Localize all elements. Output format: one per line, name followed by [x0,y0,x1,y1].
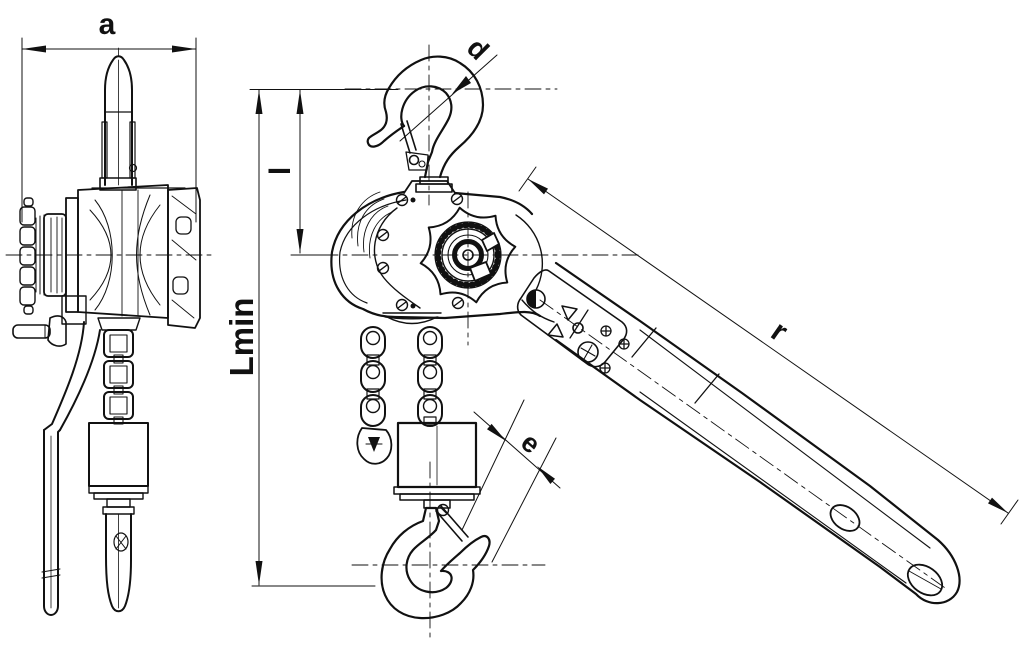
chain-end-stop [356,427,393,465]
hoist-body-side [19,184,201,329]
bottom-hook-front [351,461,546,643]
dim-label-a: a [99,8,116,41]
arrow-up-symbol-icon [547,323,564,338]
arrow-up-icon [296,90,304,114]
dim-label-lmin: Lmin [223,298,260,377]
dim-a [21,37,197,223]
arrow-nw-icon [537,466,555,484]
arrow-nw-icon [528,179,548,195]
lever-hole-end [906,563,944,597]
front-view [249,44,1019,643]
arrow-se-icon [487,423,506,441]
bottom-block-front [393,421,481,509]
lever-hole-small [829,504,861,532]
arrow-left-icon [22,45,46,53]
top-hook-side [99,55,138,191]
lever-grip-side [41,321,101,616]
dim-label-e: e [515,427,546,460]
arrow-se-icon [988,497,1008,513]
lever-arm-front [516,261,961,605]
wheel-centerlines [321,191,641,346]
bottom-hook-side [105,513,132,613]
dim-l [249,89,399,256]
shaft-screws [599,325,630,374]
lever-centerline [539,299,949,591]
dim-r [518,166,1019,525]
top-hook-centerlines [344,44,558,206]
arrow-right-icon [172,45,196,53]
hand-wheel [321,191,641,346]
side-view [5,37,215,616]
chain-side [97,317,141,425]
dim-label-l: l [264,167,297,175]
selector-panel [516,269,628,368]
arrow-d-icon [452,76,471,94]
screw-icon [376,192,465,312]
dim-lmin [251,89,376,587]
arrow-up-icon [255,90,263,114]
dim-label-r: r [765,315,794,349]
gear-housing-front [330,180,555,323]
arrow-down-symbol-icon [561,305,578,321]
dim-d [399,54,498,142]
load-chain-right [417,326,443,427]
arrow-down-icon [296,229,304,253]
bottom-block-side [88,422,149,515]
lever-bracket-side [12,295,87,347]
dim-e [461,399,561,563]
pivot-bolt-icon [577,341,599,363]
bottom-hook-centerlines [351,461,546,643]
load-chain-left [356,312,442,465]
arrow-down-icon [255,561,263,585]
